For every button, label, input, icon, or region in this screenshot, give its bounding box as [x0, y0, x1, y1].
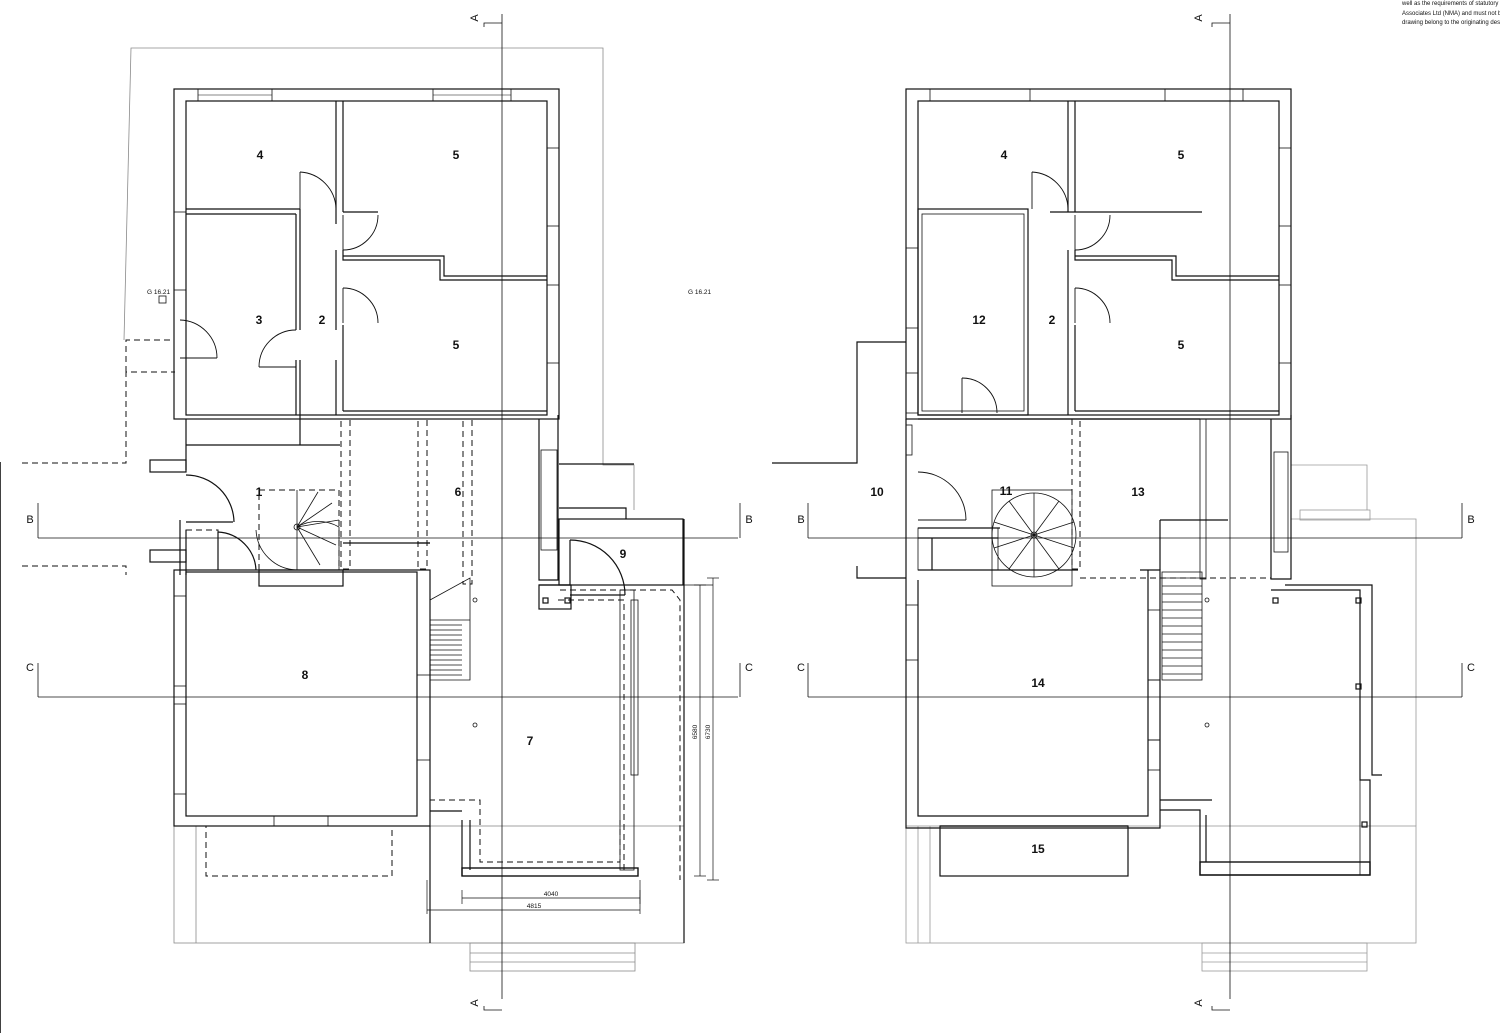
proposed-living-walls: [905, 419, 1228, 829]
hall-walls: [149, 419, 340, 575]
section-c-label: C: [745, 662, 753, 674]
spiral-stair: [255, 490, 340, 571]
upper-block-walls: [173, 88, 560, 445]
section-a-label: A: [1193, 14, 1205, 22]
door-swings: [179, 171, 379, 368]
note-line: drawing belong to the originating design…: [1402, 20, 1500, 26]
room-label: 15: [1031, 842, 1045, 856]
proposed-room-labels: 4 5 12 2 5 10 11 13 14 15: [870, 148, 1184, 856]
room-label: 6: [455, 485, 462, 499]
demolition-lines: [22, 339, 681, 880]
room-label: 3: [256, 313, 263, 327]
section-b-label: B: [797, 514, 804, 526]
section-c-label: C: [1467, 662, 1475, 674]
proposed-faint-outline: [905, 464, 1417, 972]
room-label: 9: [620, 547, 627, 561]
east-walls: [429, 415, 685, 943]
section-b-label: B: [26, 514, 33, 526]
dimension-label: 4815: [527, 903, 542, 910]
room-label: 11: [1000, 484, 1013, 498]
room-label: 13: [1131, 485, 1145, 499]
note-line: well as the requirements of statutory au…: [1402, 1, 1500, 7]
room-label: 5: [1178, 338, 1185, 352]
section-c-label: C: [797, 662, 805, 674]
room-label: 5: [1178, 148, 1185, 162]
proposed-plan: [772, 88, 1417, 972]
room-label: 5: [453, 338, 460, 352]
proposed-room10-walls: [772, 341, 913, 579]
room-label: 14: [1031, 676, 1045, 690]
proposed-dashed: [1071, 418, 1272, 579]
level-label: G 16.21: [147, 289, 171, 296]
dimension-lines: [426, 577, 719, 914]
level-label: G 16.21: [688, 289, 712, 296]
existing-plan: [22, 47, 719, 972]
room-label: 5: [453, 148, 460, 162]
proposed-room15: [939, 825, 1129, 877]
room-label: 2: [319, 313, 326, 327]
proposed-hall-walls: [917, 415, 1292, 580]
proposed-upper-walls: [905, 88, 1292, 420]
section-a-label: A: [1193, 999, 1205, 1007]
room-label: 1: [256, 485, 263, 499]
proposed-straight-stair: [1161, 571, 1210, 728]
section-a-label: A: [469, 999, 481, 1007]
section-lines: [0, 14, 1463, 1033]
section-c-label: C: [26, 662, 34, 674]
existing-room-labels: 4 5 3 2 5 1 6 9 8 7 G 16.21 G 16.21 4040…: [147, 148, 712, 910]
section-a-label: A: [469, 14, 481, 22]
dimension-label: 6580: [692, 724, 699, 739]
room-label: 2: [1049, 313, 1056, 327]
room-label: 4: [1001, 148, 1008, 162]
section-b-label: B: [745, 514, 752, 526]
site-outline: [123, 47, 685, 972]
proposed-extension-walls: [1160, 584, 1382, 876]
section-b-label: B: [1467, 514, 1474, 526]
dimension-label: 6730: [705, 724, 712, 739]
level-marker-icon: [158, 295, 167, 304]
dimension-label: 4040: [544, 891, 559, 898]
room-label: 4: [257, 148, 264, 162]
disclaimer-note: well as the requirements of statutory au…: [1402, 0, 1500, 29]
room-label: 10: [870, 485, 884, 499]
room-label: 7: [527, 734, 534, 748]
section-marker-labels: A A A A B B B B C C C C: [26, 14, 1475, 1007]
room-label: 8: [302, 668, 309, 682]
room-label: 12: [972, 313, 986, 327]
note-line: Associates Ltd (NMA) and must not be r: [1402, 10, 1500, 17]
proposed-door-swings: [917, 171, 1111, 521]
garage-walls: [173, 542, 431, 827]
straight-stair: [429, 577, 478, 728]
